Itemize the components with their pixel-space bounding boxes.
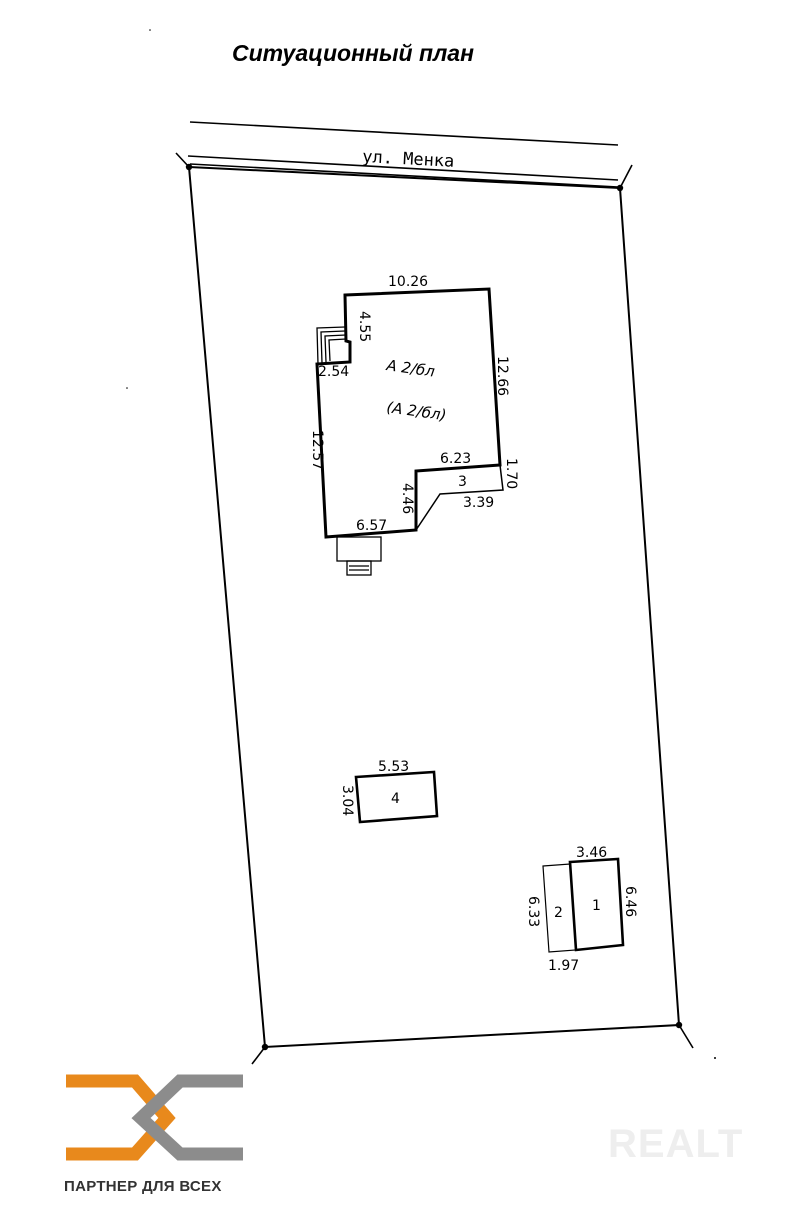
street-line-top: [189, 121, 619, 146]
partner-logo-icon: [66, 1074, 243, 1161]
house-dim-left: 12.57: [309, 430, 325, 470]
ext-dim-top: 6.23: [440, 451, 471, 467]
shed1-dim-width: 3.46: [576, 845, 607, 861]
shed4-dim-width: 5.53: [378, 759, 409, 775]
house-label: А 2/бл: [384, 356, 436, 381]
ext-number: 3: [458, 474, 467, 490]
ext-dim-right: 1.70: [503, 458, 519, 489]
shed4-dim-height: 3.04: [339, 785, 355, 816]
corner-tick: [619, 164, 633, 189]
stray-mark: [714, 1057, 716, 1059]
shed4-number: 4: [391, 791, 400, 807]
shed-4: [354, 770, 439, 824]
plot-corner-point: [261, 1043, 269, 1051]
shed1-dim-height: 6.46: [622, 886, 638, 917]
street-line-lower: [189, 163, 619, 188]
partner-slogan: ПАРТНЕР ДЛЯ ВСЕХ: [64, 1178, 222, 1195]
porch-dim-vertical: 4.55: [356, 311, 372, 342]
corner-tick: [678, 1024, 694, 1049]
porch-dim-horizontal: 2.54: [318, 364, 349, 380]
street-label: ул. Менка: [362, 147, 455, 172]
shed2-number: 2: [554, 905, 563, 921]
house-dim-right: 12.66: [494, 356, 510, 396]
plot-corner-point: [185, 163, 193, 171]
ext-dim-inner: 4.46: [399, 483, 415, 514]
house-extension-3: [415, 464, 504, 531]
shed2-dim-width: 1.97: [548, 958, 579, 974]
house-dim-top: 10.26: [388, 274, 428, 290]
house-dim-bottom: 6.57: [356, 518, 387, 534]
realt-watermark: REALT: [608, 1122, 744, 1166]
porch-steps: [316, 326, 347, 365]
corner-tick: [251, 1046, 266, 1065]
street-line-mid: [187, 155, 619, 181]
stray-mark: [126, 387, 128, 389]
plot-corner-point: [616, 184, 624, 192]
stray-mark: [149, 29, 151, 31]
page-title: Ситуационный план: [232, 40, 474, 66]
shed1-number: 1: [592, 898, 601, 914]
shed-2: [542, 863, 577, 953]
ext-dim-bottom: 3.39: [463, 495, 494, 511]
entrance-steps: [336, 536, 382, 576]
plot-corner-point: [675, 1021, 683, 1029]
house-label-sub: (А 2/бл): [385, 398, 447, 424]
shed2-dim-height: 6.33: [525, 896, 541, 927]
plot-boundary: [187, 165, 681, 1049]
house-outline: [315, 287, 502, 539]
